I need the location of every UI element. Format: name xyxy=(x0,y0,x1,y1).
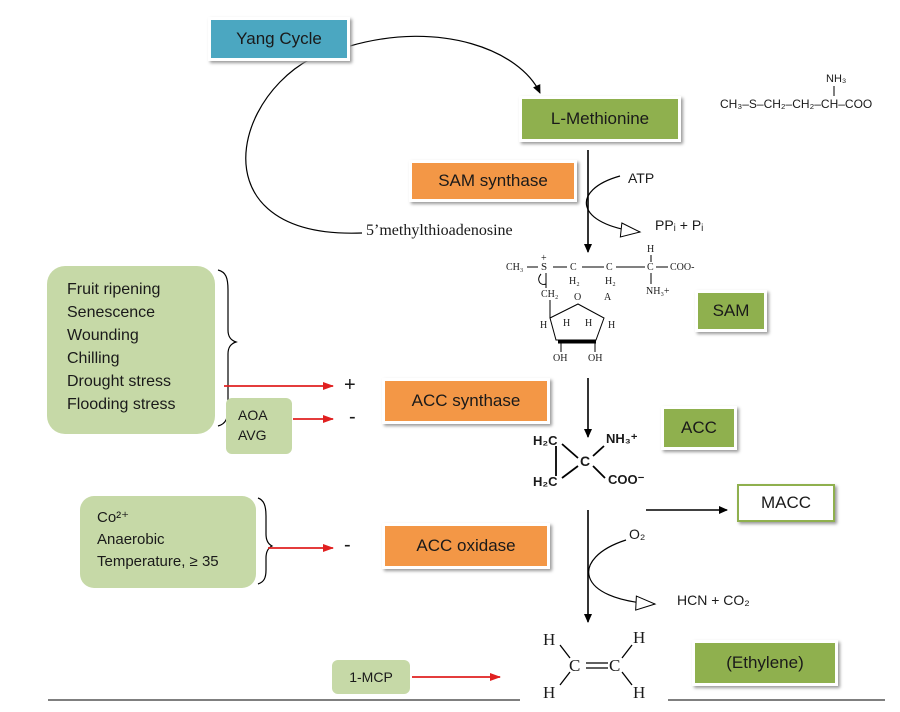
acc-h2c-top: H₂C xyxy=(533,433,558,448)
sam-oh-1: OH xyxy=(553,353,568,364)
o2-label: O₂ xyxy=(629,526,646,542)
methionine-formula: CH₃–S–CH₂–CH₂–CH–COO xyxy=(720,97,873,111)
sam-s: S xyxy=(541,261,548,273)
sam-ch3: CH₃ xyxy=(506,262,524,273)
ethylene-structure-bonds xyxy=(559,644,633,686)
sam-h-inner2: H xyxy=(585,318,593,329)
sam-h-top: H xyxy=(647,244,655,255)
sam-c2: C xyxy=(606,262,613,273)
inhibitor-item: AVG xyxy=(238,427,267,443)
sam-nh3: NH₃+ xyxy=(646,286,670,297)
mta-label: 5’methylthioadenosine xyxy=(366,222,513,239)
acc-h2c-bottom: H₂C xyxy=(533,474,558,489)
mcp-box: 1-MCP xyxy=(332,660,410,694)
acc-oxidase-box: ACC oxidase xyxy=(382,523,550,569)
acc-oxidase-label: ACC oxidase xyxy=(416,536,516,555)
ethylene-label: (Ethylene) xyxy=(726,653,804,672)
sam-plus: + xyxy=(541,253,547,264)
methionine-nh3: NH₃ xyxy=(826,73,847,85)
atp-label: ATP xyxy=(628,170,655,186)
acc-nh3: NH₃⁺ xyxy=(606,431,638,446)
sam-o: O xyxy=(574,292,582,303)
acc-label: ACC xyxy=(681,418,717,437)
sam-oh-2: OH xyxy=(588,353,603,364)
eth-h-tl: H xyxy=(543,630,556,649)
sam-h-left: H xyxy=(540,320,548,331)
sam-synthase-box: SAM synthase xyxy=(409,160,577,202)
eth-h-br: H xyxy=(633,683,646,702)
stimulator-item: Senescence xyxy=(67,304,156,321)
hcn-co2-label: HCN + CO₂ xyxy=(677,592,750,608)
methionine-box: L-Methionine xyxy=(519,96,681,142)
oxidase-bracket xyxy=(257,497,274,585)
stimulator-item: Chilling xyxy=(67,350,120,367)
sam-label: SAM xyxy=(712,301,750,320)
eth-h-tr: H xyxy=(633,628,646,647)
sam-c1: C xyxy=(570,262,577,273)
aoa-avg-box: AOA AVG xyxy=(226,398,292,454)
sam-h2-1: H₂ xyxy=(569,276,580,287)
stimulator-item: Fruit ripening xyxy=(67,281,161,298)
minus-sign-oxidase: - xyxy=(344,534,351,556)
sam-synthase-label: SAM synthase xyxy=(438,171,548,190)
ppi-pi-label: PPᵢ + Pᵢ xyxy=(655,217,704,233)
eth-h-bl: H xyxy=(543,683,556,702)
sam-c3: C xyxy=(647,262,654,273)
yang-cycle-label: Yang Cycle xyxy=(236,29,322,48)
sam-coo: COO- xyxy=(670,262,695,273)
ethylene-box: (Ethylene) xyxy=(692,640,838,686)
yang-cycle-arc xyxy=(349,35,541,94)
oxidase-inhibitor-item: Anaerobic xyxy=(97,531,165,548)
acc-box: ACC xyxy=(661,406,737,450)
sam-structure-bonds xyxy=(527,255,668,352)
acc-coo: COO⁻ xyxy=(608,472,645,487)
sam-a: A xyxy=(604,292,612,303)
stimulators-box: Fruit ripening Senescence Wounding Chill… xyxy=(47,266,215,434)
methionine-label: L-Methionine xyxy=(550,109,650,128)
yang-cycle-box: Yang Cycle xyxy=(208,17,350,61)
macc-label: MACC xyxy=(760,493,812,512)
minus-sign-synthase: - xyxy=(349,406,356,428)
acc-synthase-label: ACC synthase xyxy=(411,391,521,410)
mcp-label: 1-MCP xyxy=(349,669,393,685)
inhibitor-item: AOA xyxy=(238,407,268,423)
macc-box: MACC xyxy=(737,484,835,522)
eth-c-left: C xyxy=(569,656,581,675)
o2-hcn-curve xyxy=(588,539,657,611)
oxidase-inhibitor-item: Co²⁺ xyxy=(97,509,130,526)
yang-cycle-loop xyxy=(245,45,363,234)
sam-h-inner1: H xyxy=(563,318,571,329)
acc-synthase-box: ACC synthase xyxy=(382,378,550,424)
sam-box: SAM xyxy=(695,290,767,332)
sam-ch2: CH₂ xyxy=(541,289,559,300)
acc-c: C xyxy=(580,453,591,469)
stimulator-item: Drought stress xyxy=(67,373,172,390)
eth-c-right: C xyxy=(609,656,621,675)
stimulator-item: Wounding xyxy=(67,327,139,344)
plus-sign: + xyxy=(344,374,356,396)
oxidase-inhibitors-box: Co²⁺ Anaerobic Temperature, ≥ 35 xyxy=(80,496,256,588)
acc-structure-bonds xyxy=(555,443,606,479)
oxidase-inhibitor-item: Temperature, ≥ 35 xyxy=(97,553,219,570)
sam-h2-2: H₂ xyxy=(605,276,616,287)
stimulator-item: Flooding stress xyxy=(67,396,176,413)
atp-ppi-curve xyxy=(585,175,642,238)
sam-h-right: H xyxy=(608,320,616,331)
